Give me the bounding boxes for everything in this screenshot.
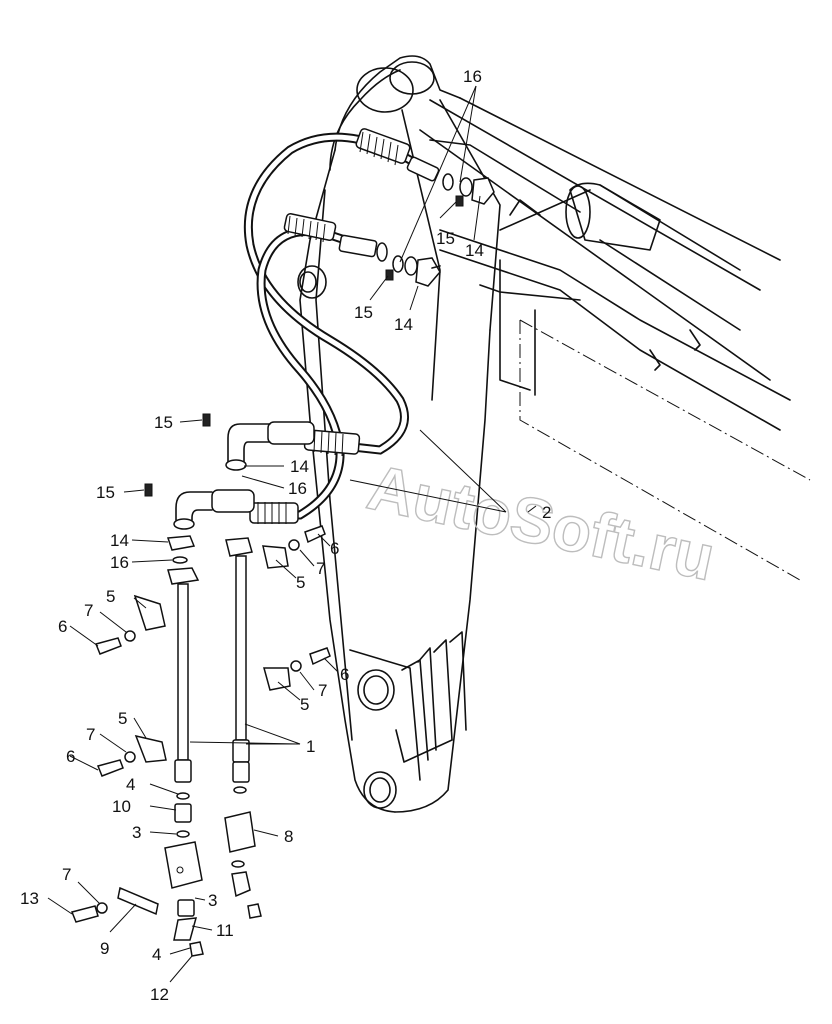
callout-5: 5 (118, 709, 127, 728)
boom-arm (297, 55, 811, 813)
callout-9: 9 (100, 939, 109, 958)
callout-6: 6 (66, 747, 75, 766)
callout-8: 8 (284, 827, 293, 846)
upper-fittings (338, 156, 495, 287)
callout-6: 6 (58, 617, 67, 636)
callout-14: 14 (110, 531, 129, 550)
callout-16: 16 (288, 479, 307, 498)
callout-15: 15 (354, 303, 373, 322)
callout-12: 12 (150, 985, 169, 1004)
callout-5: 5 (106, 587, 115, 606)
callout-13: 13 (20, 889, 39, 908)
callout-6: 6 (330, 539, 339, 558)
callout-3: 3 (132, 823, 141, 842)
callout-1: 1 (306, 737, 315, 756)
callout-7: 7 (316, 559, 325, 578)
callout-labels: 16 15 14 15 14 15 14 16 15 2 14 16 6 7 5… (20, 67, 551, 1004)
callout-3: 3 (208, 891, 217, 910)
callout-2: 2 (542, 503, 551, 522)
callout-15: 15 (436, 229, 455, 248)
callout-7: 7 (84, 601, 93, 620)
callout-7: 7 (86, 725, 95, 744)
callout-4: 4 (126, 775, 135, 794)
watermark: AutoSoft.ru (362, 451, 721, 595)
callout-14: 14 (465, 241, 484, 260)
callout-11: 11 (216, 921, 234, 940)
callout-16: 16 (463, 67, 482, 86)
callout-4: 4 (152, 945, 161, 964)
callout-7: 7 (318, 681, 327, 700)
callout-14: 14 (394, 315, 413, 334)
callout-15: 15 (154, 413, 173, 432)
callout-6: 6 (340, 665, 349, 684)
pipe-assembly (70, 413, 331, 957)
callout-10: 10 (112, 797, 131, 816)
callout-14: 14 (290, 457, 309, 476)
callout-5: 5 (296, 573, 305, 592)
hose-lines (211, 128, 437, 524)
callout-15: 15 (96, 483, 115, 502)
callout-16: 16 (110, 553, 129, 572)
callout-5: 5 (300, 695, 309, 714)
leader-lines (47, 85, 537, 983)
callout-7: 7 (62, 865, 71, 884)
